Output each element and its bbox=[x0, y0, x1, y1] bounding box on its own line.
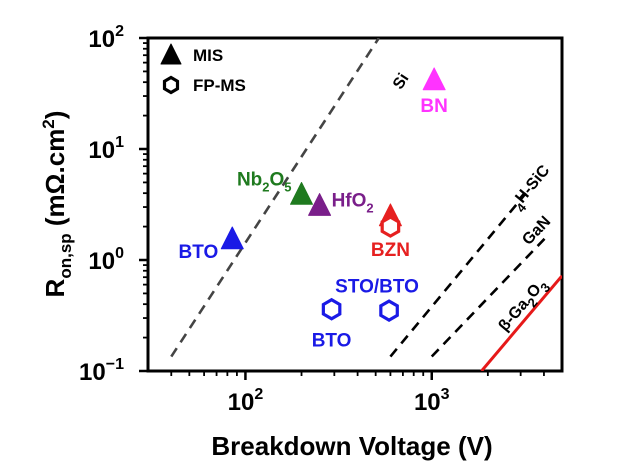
x-tick-label: 102 bbox=[228, 386, 264, 416]
label-subscript: 5 bbox=[284, 179, 291, 194]
limit-line-label: β-Ga2O3 bbox=[496, 275, 554, 338]
label-text: GaN bbox=[519, 213, 554, 249]
y-tick-label: 100 bbox=[88, 245, 124, 275]
tick-exponent: 2 bbox=[254, 386, 263, 403]
label-text: BTO bbox=[312, 330, 352, 351]
label-text: O bbox=[270, 169, 285, 190]
data-point: Nb2O5 bbox=[237, 169, 314, 205]
tick-exponent: 3 bbox=[441, 386, 450, 403]
tick-base: 10 bbox=[414, 389, 441, 416]
legend: MIS FP-MS bbox=[160, 43, 246, 95]
tick-exponent: −1 bbox=[106, 356, 124, 373]
x-tick-label: 103 bbox=[414, 386, 450, 416]
limit-line bbox=[389, 192, 527, 358]
x-axis-title: Breakdown Voltage (V) bbox=[211, 431, 492, 461]
data-point: BN bbox=[420, 67, 448, 117]
y-axis-title-sub: on,sp bbox=[56, 233, 75, 278]
limit-line-label-text: β-Ga2O3 bbox=[496, 275, 554, 338]
label-subscript: 2 bbox=[366, 200, 373, 215]
point-label: Nb2O5 bbox=[237, 169, 292, 194]
limit-line bbox=[430, 236, 547, 358]
point-label: BTO bbox=[179, 242, 219, 263]
data-point: STO/BTO bbox=[335, 277, 419, 322]
label-text: Nb bbox=[237, 169, 262, 190]
triangle-marker bbox=[220, 226, 244, 250]
legend-label: FP-MS bbox=[193, 76, 246, 95]
point-label: BN bbox=[420, 96, 447, 117]
hexagon-marker bbox=[379, 299, 399, 322]
point-label: BTO bbox=[312, 330, 352, 351]
label-text: BTO bbox=[179, 242, 219, 263]
point-label: BZN bbox=[371, 240, 410, 261]
label-text: HfO bbox=[332, 190, 367, 211]
data-point: HfO2 bbox=[308, 190, 374, 216]
plot-frame bbox=[146, 36, 564, 373]
svg-text:Ron,sp (mΩ.cm2): Ron,sp (mΩ.cm2) bbox=[39, 111, 75, 298]
label-subscript: 2 bbox=[262, 179, 269, 194]
label-text: STO/BTO bbox=[335, 277, 419, 298]
legend-label: MIS bbox=[193, 46, 223, 65]
limit-line-label: Si bbox=[390, 71, 413, 93]
limit-line-label-text: GaN bbox=[519, 213, 554, 249]
data-point bbox=[380, 215, 401, 238]
limit-line bbox=[170, 38, 380, 358]
y-axis-title: Ron,sp (mΩ.cm2) bbox=[39, 111, 75, 298]
limit-line bbox=[480, 274, 562, 371]
triangle-marker bbox=[290, 181, 314, 205]
tick-base: 10 bbox=[88, 137, 115, 164]
label-text: H-SiC bbox=[512, 162, 553, 207]
tick-exponent: 0 bbox=[115, 245, 124, 262]
y-axis-title-unit-close: ) bbox=[40, 111, 70, 120]
tick-base: 10 bbox=[88, 26, 115, 53]
tick-base: 10 bbox=[228, 389, 255, 416]
tick-exponent: 2 bbox=[115, 23, 124, 40]
hexagon-marker bbox=[380, 215, 401, 238]
y-tick-label: 10−1 bbox=[79, 356, 124, 386]
legend-entry: FP-MS bbox=[162, 75, 246, 95]
tick-base: 10 bbox=[79, 359, 106, 386]
triangle-marker bbox=[160, 43, 182, 65]
y-axis-title-unit: (mΩ.cm bbox=[40, 129, 70, 234]
tick-base: 10 bbox=[88, 248, 115, 275]
limit-line-label-text: 4H-SiC bbox=[508, 162, 558, 215]
data-point: BTO bbox=[312, 297, 352, 351]
limit-line-label: GaN bbox=[519, 213, 554, 249]
limit-line-label-text: Si bbox=[390, 71, 413, 93]
tick-exponent: 1 bbox=[115, 134, 124, 151]
y-axis-title-unit-sup: 2 bbox=[39, 119, 58, 128]
legend-entry: MIS bbox=[160, 43, 223, 65]
y-tick-label: 102 bbox=[88, 23, 124, 53]
data-point: BTO bbox=[179, 226, 244, 263]
y-tick-label: 101 bbox=[88, 134, 124, 164]
label-text: BZN bbox=[371, 240, 410, 261]
hexagon-marker bbox=[162, 75, 180, 95]
label-text: BN bbox=[420, 96, 447, 117]
point-label: STO/BTO bbox=[335, 277, 419, 298]
point-label: HfO2 bbox=[332, 190, 374, 215]
label-text: Si bbox=[390, 71, 413, 93]
y-axis-title-main: R bbox=[40, 278, 70, 297]
triangle-marker bbox=[422, 67, 446, 91]
triangle-marker bbox=[308, 193, 332, 216]
hexagon-marker bbox=[321, 297, 342, 321]
limit-line-label: 4H-SiC bbox=[508, 162, 558, 215]
